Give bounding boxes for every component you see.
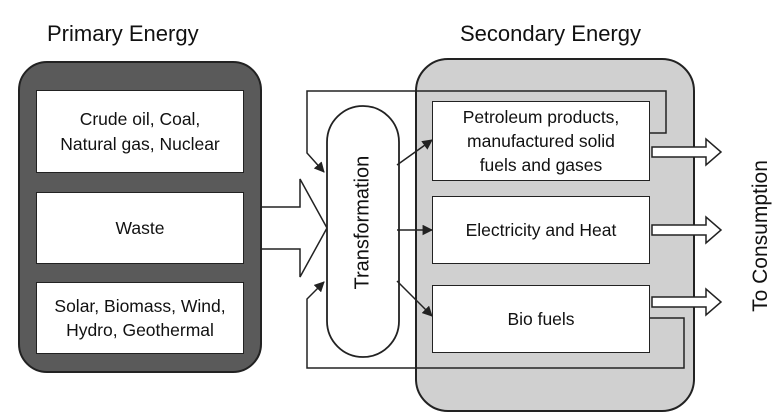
primary-source-renewables: Solar, Biomass, Wind, Hydro, Geothermal — [36, 282, 244, 354]
primary-source-fossil-nuclear: Crude oil, Coal, Natural gas, Nuclear — [36, 90, 244, 173]
primary-source-waste-label: Waste — [115, 217, 165, 238]
feedback-loop-top — [306, 90, 667, 173]
primary-source-fossil-nuclear-label: Crude oil, Coal, Natural gas, Nuclear — [60, 109, 220, 154]
consumption-arrow-1 — [651, 137, 723, 167]
consumption-arrow-3 — [651, 287, 723, 317]
secondary-output-petroleum: Petroleum products, manufactured solid f… — [432, 101, 650, 181]
secondary-output-biofuels: Bio fuels — [432, 285, 650, 353]
secondary-output-petroleum-label: Petroleum products, manufactured solid f… — [462, 106, 620, 176]
to-consumption-label: To Consumption — [749, 160, 772, 312]
secondary-output-electricity-label: Electricity and Heat — [465, 219, 617, 240]
primary-source-waste: Waste — [36, 192, 244, 264]
secondary-output-biofuels-label: Bio fuels — [507, 308, 575, 329]
primary-to-transformation-arrow — [262, 178, 328, 278]
arrow-to-petroleum — [396, 139, 433, 166]
consumption-arrow-2 — [651, 215, 723, 245]
arrow-to-biofuels — [396, 280, 433, 317]
feedback-loop-bottom — [306, 281, 685, 369]
secondary-output-electricity: Electricity and Heat — [432, 196, 650, 264]
primary-source-renewables-label: Solar, Biomass, Wind, Hydro, Geothermal — [54, 295, 226, 340]
transformation-node — [326, 105, 400, 358]
secondary-energy-heading: Secondary Energy — [460, 21, 641, 46]
primary-energy-heading: Primary Energy — [47, 21, 199, 46]
transformation-label: Transformation — [351, 155, 374, 290]
